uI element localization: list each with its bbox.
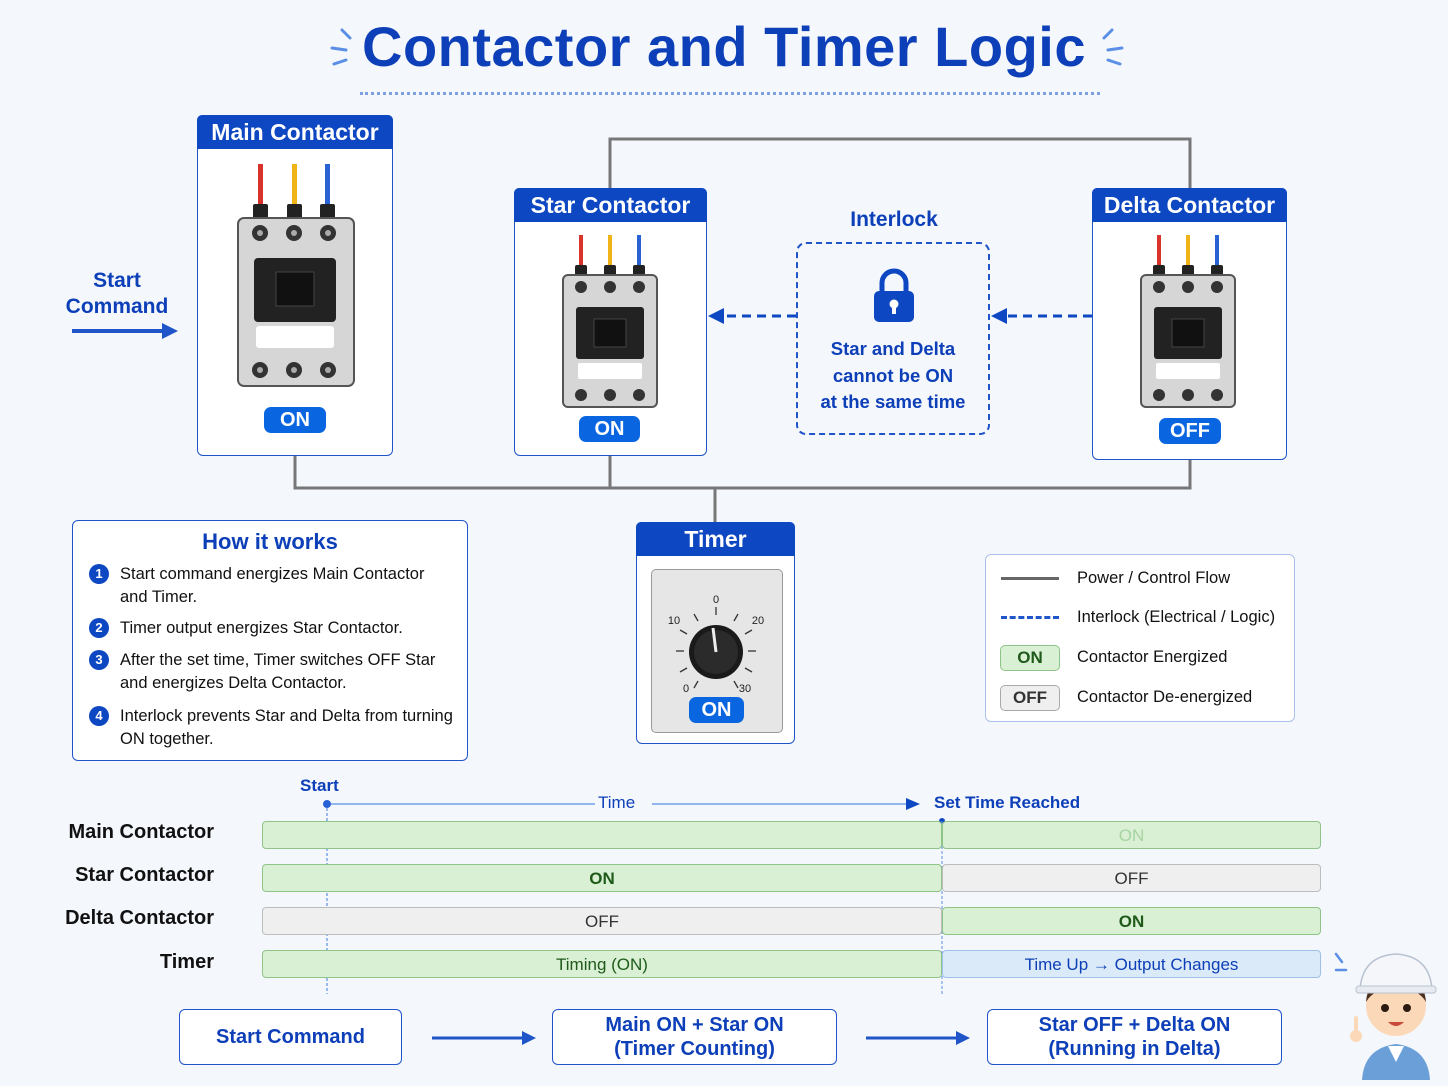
delta-after-bar: ON — [942, 907, 1321, 935]
sparkle-right-icon — [1102, 28, 1124, 66]
solid-line-icon — [1001, 577, 1059, 580]
flow-arrow-icon — [866, 1031, 970, 1045]
star-after-bar: OFF — [942, 864, 1321, 892]
main-contactor-title: Main Contactor — [197, 115, 393, 149]
legend-power-label: Power / Control Flow — [1077, 569, 1231, 587]
delta-before-bar: OFF — [262, 907, 942, 935]
how-step: 4 Interlock prevents Star and Delta from… — [89, 705, 455, 751]
timeline-time-label: Time — [598, 793, 636, 812]
timer-after-bar: Time Up → Output Changes — [942, 950, 1321, 978]
interlock-line: cannot be ON — [832, 364, 954, 386]
interlock-title: Interlock — [850, 208, 938, 231]
step-text: Interlock prevents Star and Delta from t… — [120, 707, 453, 748]
flow-arrow-icon — [432, 1031, 536, 1045]
flow-step-text: Star OFF + Delta ON — [1038, 1014, 1231, 1036]
timeline-start-label: Start — [300, 776, 339, 795]
legend-interlock: Interlock (Electrical / Logic) — [986, 605, 1294, 631]
timer-title: Timer — [636, 522, 795, 556]
sparkle-left-icon — [330, 28, 352, 66]
start-command-line2: Command — [65, 295, 169, 318]
step-text: After the set time, Timer switches OFF S… — [120, 651, 436, 692]
start-arrow-icon — [72, 323, 178, 339]
flow-step-text: (Timer Counting) — [614, 1038, 775, 1060]
how-step: 1 Start command energizes Main Contactor… — [89, 563, 455, 609]
engineer-mascot-icon — [1334, 952, 1437, 1080]
legend-off-label: Contactor De-energized — [1077, 688, 1253, 706]
step-text: Timer output energizes Star Contactor. — [120, 619, 403, 637]
title-underline — [360, 92, 1100, 95]
main-after-bar: ON — [942, 821, 1321, 849]
interlock-text: Star and Delta cannot be ON at the same … — [798, 336, 988, 416]
interlock-box: Star and Delta cannot be ON at the same … — [796, 242, 990, 435]
start-command-line1: Start — [93, 269, 141, 292]
dial-label-bottom-right: 30 — [739, 683, 751, 695]
legend-interlock-label: Interlock (Electrical / Logic) — [1077, 608, 1276, 626]
how-step: 3 After the set time, Timer switches OFF… — [89, 649, 455, 695]
contactor-icon — [562, 235, 658, 408]
timeline-row-label: Main Contactor — [68, 821, 214, 843]
timeline-row-label: Star Contactor — [75, 864, 214, 886]
flow-step-text: (Running in Delta) — [1048, 1038, 1221, 1060]
main-contactor-status: ON — [264, 407, 326, 433]
legend-on-label: Contactor Energized — [1077, 648, 1228, 666]
flow-step-text: Start Command — [216, 1026, 365, 1048]
how-step: 2 Timer output energizes Star Contactor. — [89, 617, 455, 640]
dial-label-bottom-left: 0 — [683, 683, 689, 695]
legend-power: Power / Control Flow — [986, 566, 1294, 592]
step-number: 2 — [89, 618, 109, 638]
timer-dial-icon[interactable]: 0 10 20 0 30 — [652, 570, 782, 732]
step-number: 3 — [89, 650, 109, 670]
off-chip: OFF — [1000, 685, 1060, 711]
timeline-set-time-label: Set Time Reached — [934, 793, 1081, 812]
star-contactor-title: Star Contactor — [514, 188, 707, 222]
legend-panel: Power / Control Flow Interlock (Electric… — [985, 554, 1295, 722]
dial-label-left: 10 — [668, 615, 680, 627]
flow-step-star: Main ON + Star ON (Timer Counting) — [552, 1009, 837, 1065]
how-it-works-title: How it works — [202, 529, 338, 554]
step-number: 1 — [89, 564, 109, 584]
timeline-row-label: Timer — [159, 951, 214, 973]
dashed-line-icon — [1001, 616, 1059, 619]
timeline-row-label: Delta Contactor — [65, 907, 214, 929]
star-before-bar: ON — [262, 864, 942, 892]
timer-face: 0 10 20 0 30 ON — [651, 569, 783, 733]
dial-label-top: 0 — [713, 594, 719, 606]
how-it-works-panel: How it works 1 Start command energizes M… — [72, 520, 468, 761]
contactor-icon — [1140, 235, 1236, 408]
legend-on: ON Contactor Energized — [986, 645, 1294, 671]
star-contactor-card[interactable]: Star Contactor ON — [514, 188, 707, 456]
timer-card[interactable]: Timer 0 10 20 0 30 — [636, 522, 795, 744]
contactor-icon — [237, 164, 355, 387]
flow-step-start: Start Command — [179, 1009, 402, 1065]
wiring-lines — [293, 137, 1192, 522]
delta-contactor-card[interactable]: Delta Contactor OFF — [1092, 188, 1287, 460]
step-text: Start command energizes Main Contactor a… — [120, 565, 425, 606]
main-before-bar — [262, 821, 942, 849]
timer-before-bar: Timing (ON) — [262, 950, 942, 978]
delta-contactor-status: OFF — [1159, 418, 1221, 444]
flow-step-text: Main ON + Star ON — [605, 1014, 784, 1036]
on-chip: ON — [1000, 645, 1060, 671]
timer-status: ON — [689, 697, 744, 723]
interlock-line: Star and Delta — [830, 338, 956, 359]
main-contactor-card[interactable]: Main Contactor ON — [197, 115, 393, 456]
flow-step-delta: Star OFF + Delta ON (Running in Delta) — [987, 1009, 1282, 1065]
interlock-line: at the same time — [820, 391, 966, 412]
delta-contactor-title: Delta Contactor — [1092, 188, 1287, 222]
dial-label-right: 20 — [752, 615, 764, 627]
start-command-label: Start Command — [62, 268, 172, 320]
step-number: 4 — [89, 706, 109, 726]
legend-off: OFF Contactor De-energized — [986, 685, 1294, 711]
page-title: Contactor and Timer Logic — [362, 15, 1086, 78]
star-contactor-status: ON — [579, 416, 640, 442]
lock-icon — [874, 268, 914, 322]
